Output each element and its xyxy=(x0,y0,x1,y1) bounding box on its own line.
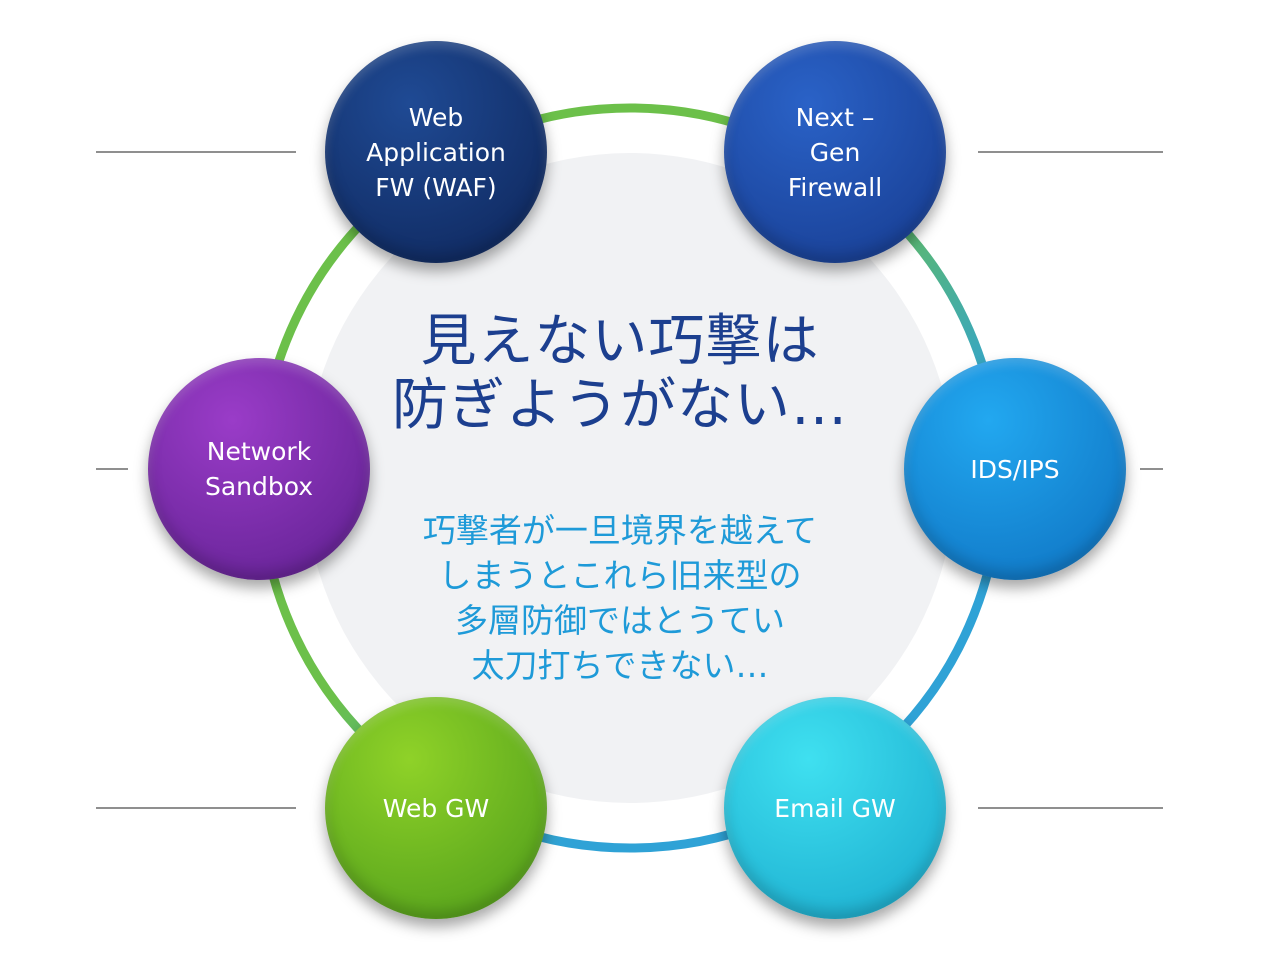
node-web-application-firewall: Web Application FW (WAF) xyxy=(325,41,547,263)
hub-title: 見えない巧撃は 防ぎようがない… xyxy=(330,310,910,438)
node-label-sandbox: Network Sandbox xyxy=(204,437,314,501)
hub-title-line-1: 見えない巧撃は xyxy=(420,309,820,374)
node-network-sandbox: Network Sandbox xyxy=(148,358,370,580)
node-web-gateway: Web GW xyxy=(325,697,547,919)
node-label-idsips: IDS/IPS xyxy=(970,454,1060,484)
hub-title-line-2: 防ぎようがない… xyxy=(392,373,848,438)
hub-description-line-2: しまうとこれら旧来型の xyxy=(438,556,802,595)
node-ids-ips: IDS/IPS xyxy=(904,358,1126,580)
node-label-ngfw: Next – Gen Firewall xyxy=(787,102,883,202)
hub-description-line-1: 巧撃者が一旦境界を越えて xyxy=(422,511,818,550)
hub-disc xyxy=(305,153,955,803)
hub-description: 巧撃者が一旦境界を越えて しまうとこれら旧来型の 多層防御ではとうてい 太刀打ち… xyxy=(360,508,880,688)
hub-description-line-3: 多層防御ではとうてい xyxy=(455,601,785,640)
node-next-gen-firewall: Next – Gen Firewall xyxy=(724,41,946,263)
node-label-webgw: Web GW xyxy=(382,793,490,823)
hub-description-line-4: 太刀打ちできない… xyxy=(471,646,769,685)
node-label-emailgw: Email GW xyxy=(774,793,896,823)
node-email-gateway: Email GW xyxy=(724,697,946,919)
node-label-waf: Web Application FW (WAF) xyxy=(366,102,506,202)
